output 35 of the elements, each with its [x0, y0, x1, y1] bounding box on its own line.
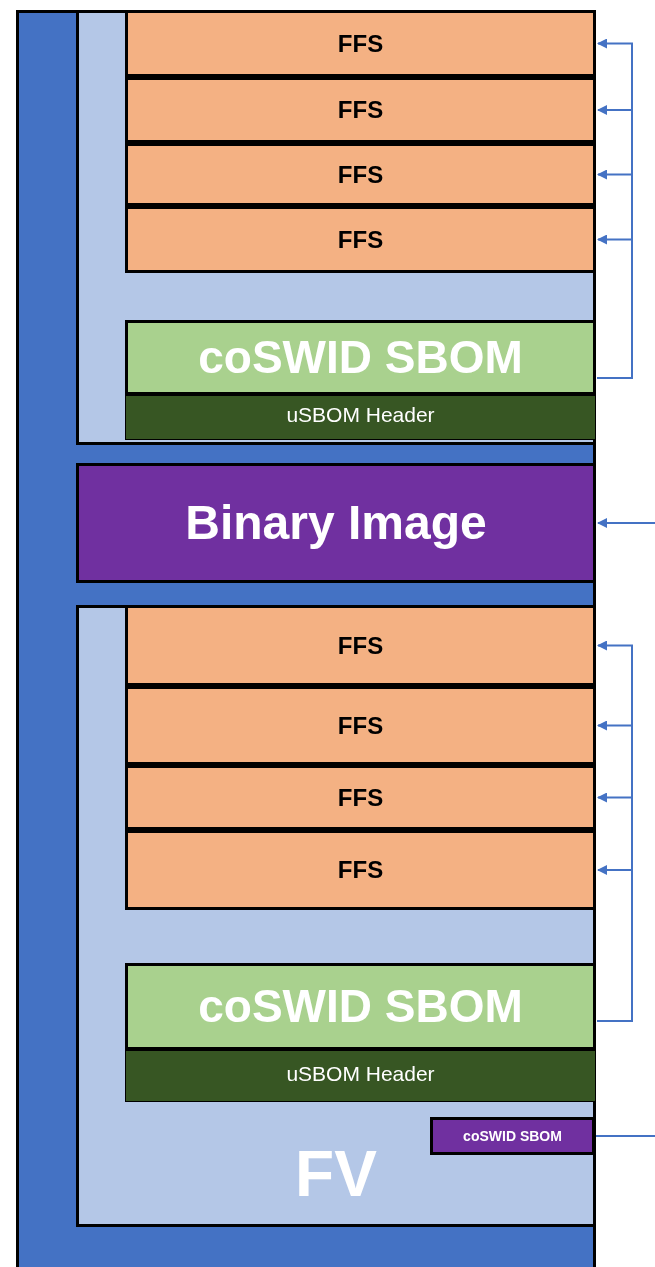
box-label: coSWID SBOM	[198, 980, 523, 1033]
header-box	[125, 1050, 596, 1102]
box-label: Binary Image	[185, 495, 487, 551]
box-label: FFS	[337, 160, 384, 189]
sbom-box	[125, 320, 596, 395]
box-label: uSBOM Header	[286, 403, 435, 428]
box-label: FFS	[337, 225, 384, 254]
box-label: uSBOM Header	[286, 1061, 435, 1087]
file-box	[125, 206, 596, 273]
sbom-tag	[430, 1117, 595, 1155]
file-box	[125, 765, 596, 830]
box-label: FFS	[337, 856, 384, 884]
box-label: FFS	[337, 96, 384, 124]
box-label: FV	[295, 1138, 377, 1212]
volume-box	[76, 605, 596, 1227]
box-label: FFS	[337, 631, 384, 660]
box-label: coSWID SBOM	[463, 1127, 562, 1145]
file-box	[125, 830, 596, 910]
file-box	[125, 686, 596, 765]
arrow	[597, 518, 655, 528]
header-box	[125, 395, 596, 440]
sbom-box	[125, 963, 596, 1050]
file-box	[125, 10, 596, 77]
container-box	[16, 10, 596, 1267]
volume-box	[76, 10, 596, 445]
box-label: FFS	[337, 711, 384, 740]
binary-image-box	[76, 463, 596, 583]
arrow	[596, 234, 633, 379]
file-box	[125, 605, 596, 686]
arrow	[596, 865, 633, 1022]
file-box	[125, 77, 596, 143]
box-label: FFS	[337, 29, 384, 58]
box-label: FFS	[337, 783, 384, 812]
box-label: coSWID SBOM	[198, 331, 523, 384]
file-box	[125, 143, 596, 206]
